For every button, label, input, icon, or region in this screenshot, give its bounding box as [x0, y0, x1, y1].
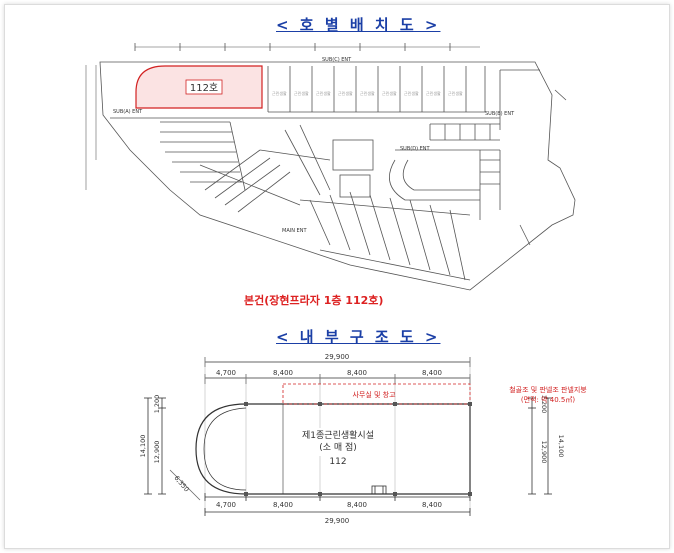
svg-text:29,900: 29,900: [325, 517, 350, 525]
svg-text:6,350: 6,350: [172, 474, 190, 493]
svg-text:8,400: 8,400: [422, 369, 442, 377]
page-frame: [4, 4, 670, 549]
svg-text:4,700: 4,700: [216, 501, 236, 509]
svg-text:12,900: 12,900: [153, 441, 161, 464]
svg-text:SUB(C) ENT: SUB(C) ENT: [322, 57, 352, 63]
svg-text:8,400: 8,400: [422, 501, 442, 509]
structure-note: 철골조 및 판넬조 판넬지붕: [509, 385, 587, 394]
svg-text:SUB(B) ENT: SUB(B) ENT: [485, 111, 515, 117]
svg-text:1,200: 1,200: [153, 395, 161, 414]
svg-text:14,100: 14,100: [139, 435, 147, 458]
annex-outline: [282, 383, 471, 405]
unit-112-label: 112호: [190, 82, 218, 94]
unit-layout-heading: < 호 별 배 치 도 >: [276, 16, 441, 34]
svg-text:SUB(D) ENT: SUB(D) ENT: [400, 146, 431, 152]
svg-text:1,200: 1,200: [540, 395, 548, 414]
svg-text:근린생활: 근린생활: [448, 90, 463, 96]
room-type: (소 매 점): [319, 441, 357, 453]
svg-text:SUB(A) ENT: SUB(A) ENT: [113, 109, 143, 115]
svg-text:8,400: 8,400: [273, 501, 293, 509]
svg-text:8,400: 8,400: [347, 369, 367, 377]
svg-text:근린생활: 근린생활: [294, 90, 309, 96]
office-note: 사무실 및 창고: [352, 390, 396, 399]
svg-text:근린생활: 근린생활: [404, 90, 419, 96]
svg-text:MAIN ENT: MAIN ENT: [282, 228, 307, 234]
interior-heading: < 내 부 구 조 도 >: [276, 328, 441, 346]
svg-text:근린생활: 근린생활: [316, 90, 331, 96]
svg-text:14,100: 14,100: [557, 435, 565, 458]
svg-text:8,400: 8,400: [273, 369, 293, 377]
svg-text:4,700: 4,700: [216, 369, 236, 377]
room-name: 제1종근린생활시설: [302, 429, 374, 441]
svg-text:근린생활: 근린생활: [426, 90, 441, 96]
svg-text:29,900: 29,900: [325, 353, 350, 361]
area-note: (면적: 약 40.5㎡): [521, 395, 575, 404]
room-number: 112: [329, 457, 346, 467]
floor-plan-caption: 본건(장현프라자 1층 112호): [244, 294, 384, 307]
svg-text:근린생활: 근린생활: [382, 90, 397, 96]
svg-text:12,900: 12,900: [540, 441, 548, 464]
svg-text:근린생활: 근린생활: [360, 90, 375, 96]
svg-text:근린생활: 근린생활: [272, 90, 287, 96]
svg-text:근린생활: 근린생활: [338, 90, 353, 96]
svg-text:8,400: 8,400: [347, 501, 367, 509]
